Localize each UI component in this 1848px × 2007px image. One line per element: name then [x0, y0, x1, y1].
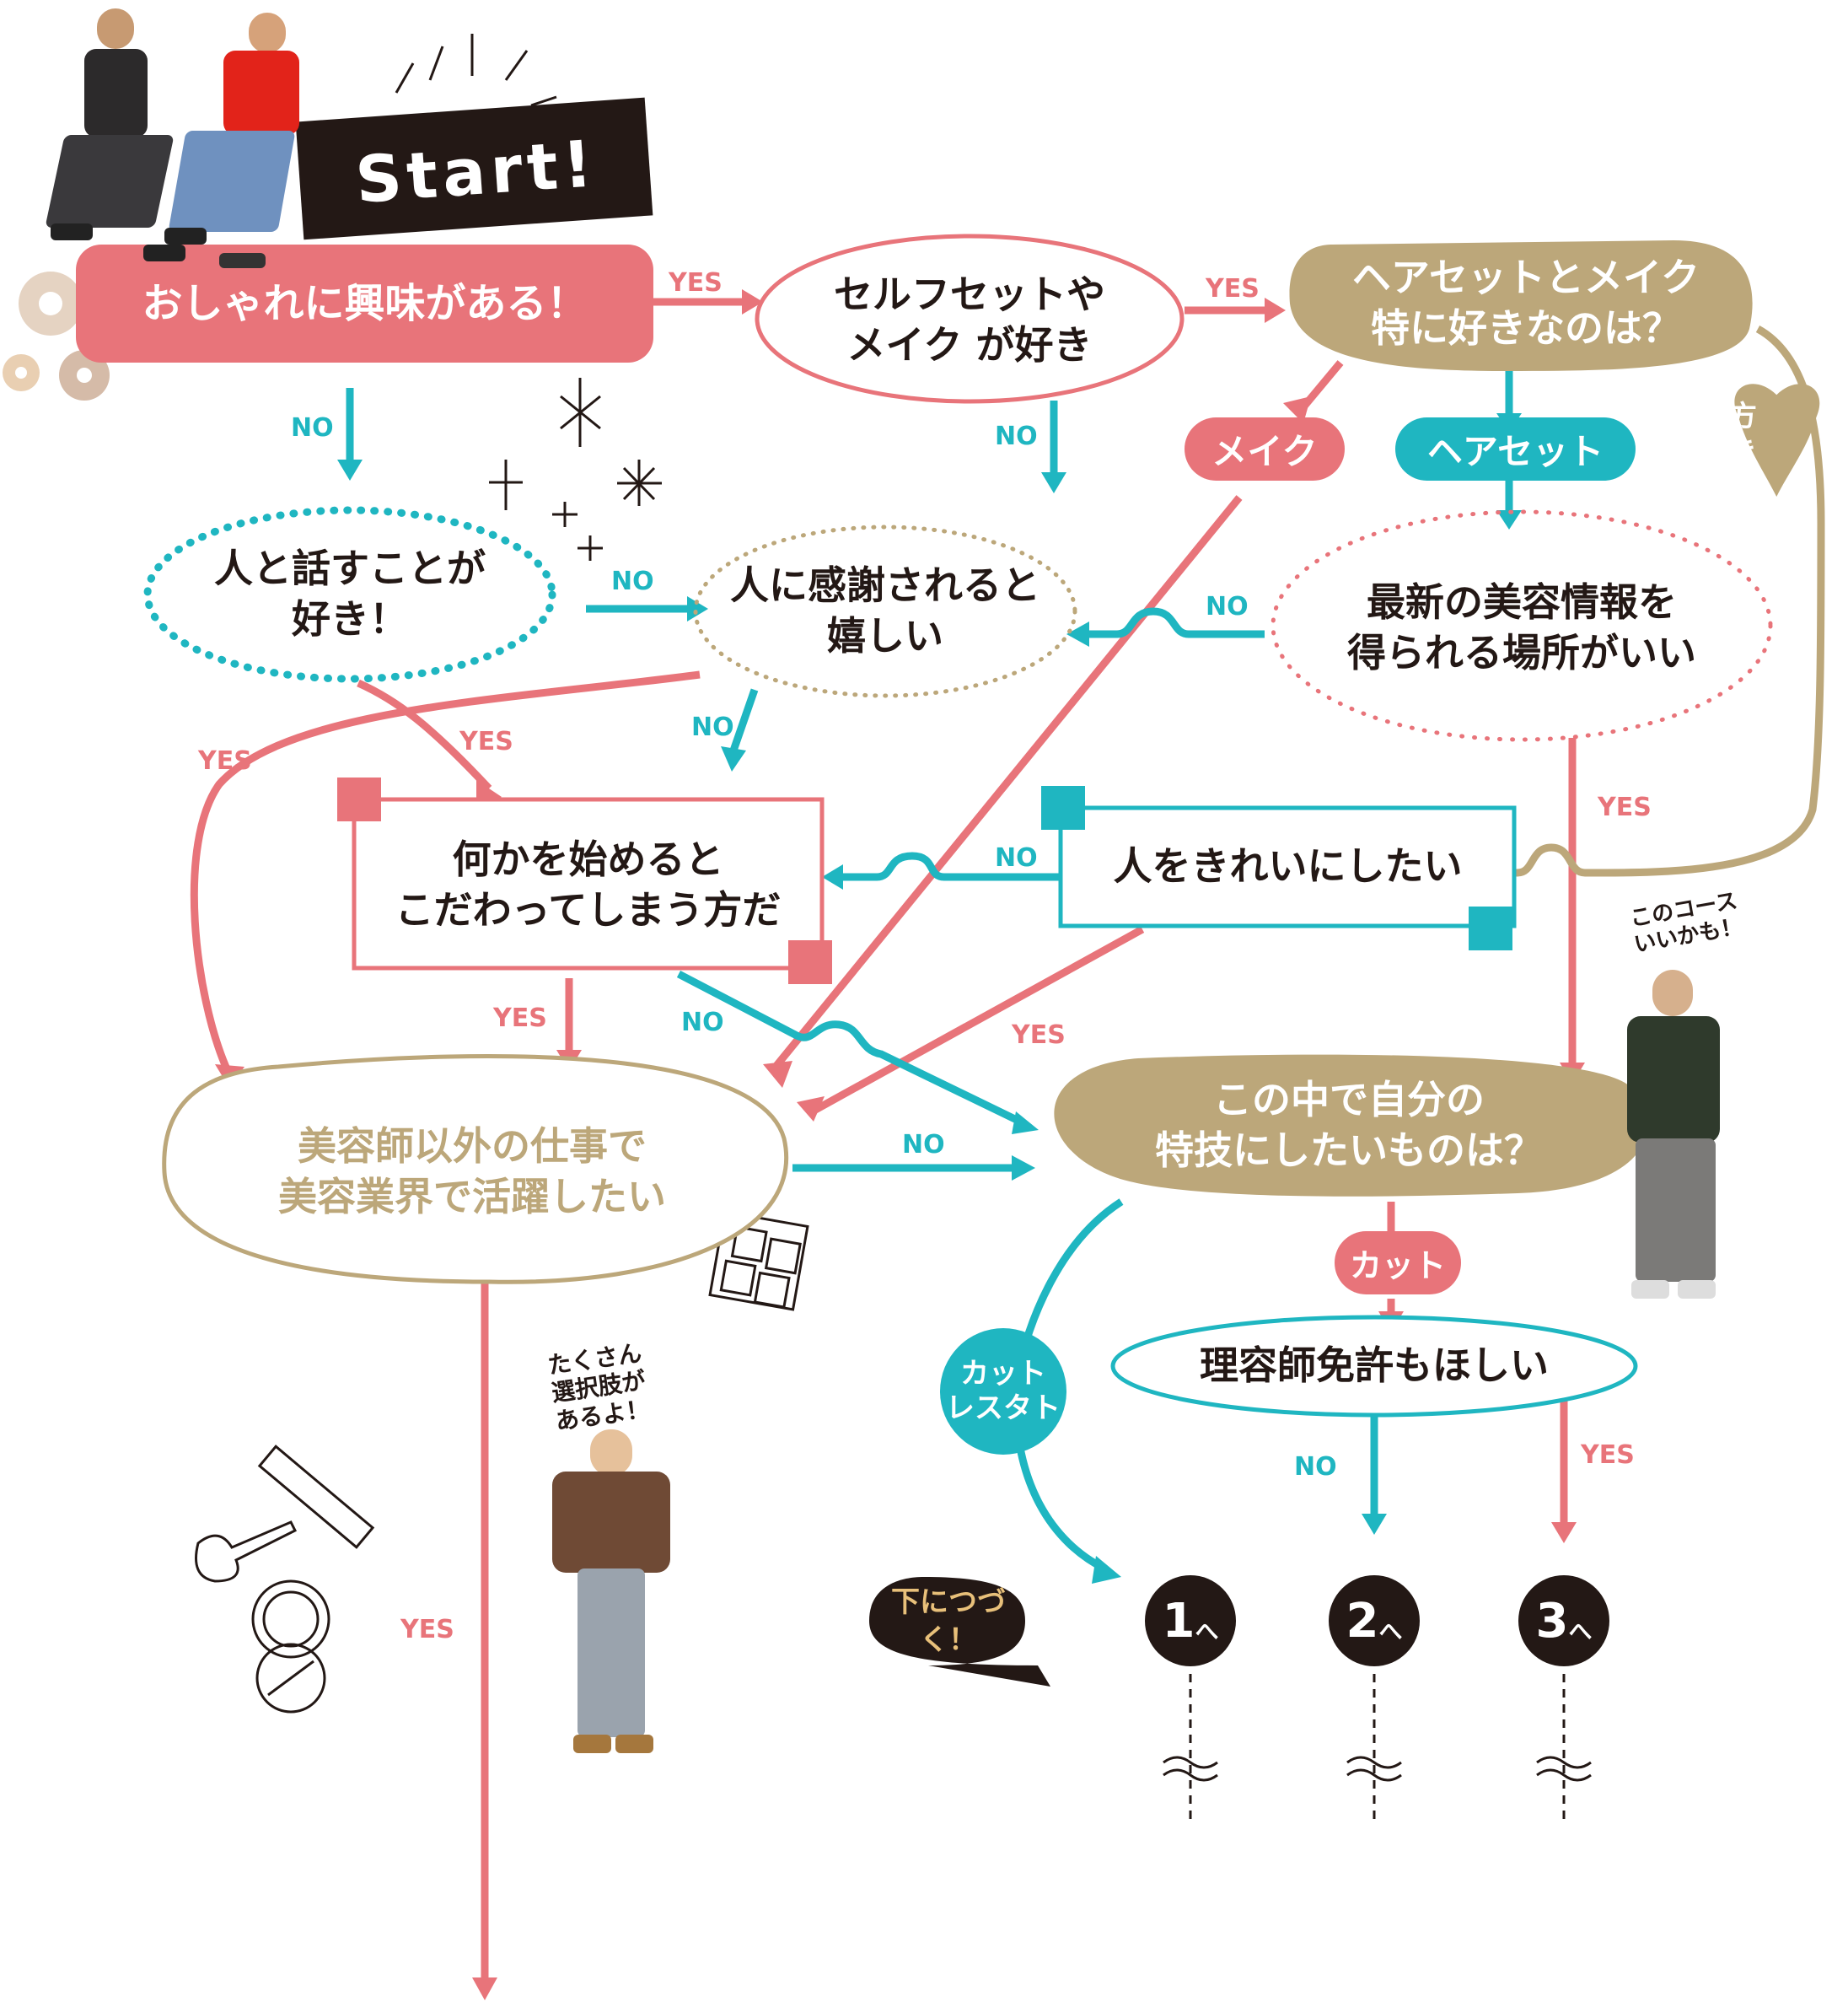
start-banner	[295, 97, 653, 240]
label-yes-1: YES	[669, 268, 723, 298]
node-info[interactable]: 最新の美容情報を 得られる場所がいい	[1347, 579, 1696, 675]
label-no-4: NO	[1206, 592, 1249, 621]
both-tag-shape	[1734, 384, 1820, 497]
result-1-number: 1	[1162, 1593, 1195, 1649]
tag-both[interactable]: 両方 好き	[1700, 399, 1757, 470]
node-beautify[interactable]: 人をきれいにしたい	[1113, 842, 1463, 889]
node-self-set[interactable]: セルフセットや メイク が好き	[834, 272, 1105, 368]
tag-hairset[interactable]: ヘアセット	[1395, 417, 1636, 481]
beautify-shape	[1058, 805, 1517, 928]
label-yes-2: YES	[1206, 274, 1260, 304]
result-break-marks	[1163, 1756, 1592, 1782]
beautify-corner-br	[1469, 907, 1512, 950]
pink-connectors	[190, 298, 1577, 1977]
node-obsess[interactable]: 何かを始めると こだわってしまう方だ	[395, 837, 782, 933]
person-green-sweater	[1627, 970, 1737, 1307]
label-yes-4: YES	[459, 727, 513, 756]
skill-shape	[1054, 1054, 1648, 1197]
node-hair-or-makeup[interactable]: ヘアセットとメイク 特に好きなのは？	[1351, 255, 1700, 351]
start-box	[76, 245, 653, 363]
beautify-corner-tl	[1041, 786, 1085, 830]
talk-shape	[143, 506, 556, 683]
label-no-9: NO	[1294, 1452, 1337, 1482]
node-talk[interactable]: 人と話すことが 好き！	[214, 546, 486, 642]
label-yes-3: YES	[198, 746, 252, 776]
person-black-outfit	[45, 8, 185, 261]
label-no-2: NO	[995, 422, 1038, 451]
label-no-1: NO	[291, 413, 334, 443]
obsess-shape	[352, 797, 825, 971]
label-no-3: NO	[611, 567, 654, 596]
label-no-8: NO	[902, 1130, 945, 1160]
hair-or-makeup-shape	[1289, 240, 1753, 371]
obsess-corner-br	[788, 940, 832, 984]
label-yes-8: YES	[1581, 1440, 1635, 1470]
continue-bubble-text: 下につづく！	[891, 1585, 1006, 1657]
cut-stylist-shape	[940, 1328, 1066, 1455]
license-shape	[1110, 1315, 1638, 1418]
person-red-shirt	[164, 13, 308, 268]
result-2-number: 2	[1346, 1593, 1379, 1649]
label-yes-5: YES	[1598, 793, 1652, 822]
outside-shape	[162, 1053, 789, 1284]
start-question[interactable]: おしゃれに興味がある！	[142, 279, 588, 327]
tag-cut-stylist[interactable]: カット レスタト	[946, 1357, 1061, 1425]
result-3-number: 3	[1535, 1593, 1569, 1649]
result-dashed-lines	[1189, 1674, 1566, 1821]
label-no-6: NO	[995, 843, 1038, 873]
tag-cut[interactable]: カット	[1335, 1231, 1461, 1294]
self-set-shape	[755, 234, 1185, 404]
tag-makeup[interactable]: メイク	[1185, 417, 1345, 481]
node-outside[interactable]: 美容師以外の仕事で 美容業界で活躍したい	[278, 1123, 666, 1219]
cosmetics-illustration	[195, 1210, 809, 1714]
info-shape	[1270, 509, 1773, 742]
node-skill[interactable]: この中で自分の 特技にしたいものは？	[1155, 1077, 1543, 1173]
thanks-shape	[693, 525, 1077, 698]
gold-connector	[1509, 326, 1825, 877]
label-yes-9: YES	[400, 1615, 454, 1644]
label-yes-6: YES	[493, 1004, 547, 1033]
label-no-5: NO	[691, 713, 734, 742]
label-no-7: NO	[681, 1008, 724, 1037]
obsess-corner-tl	[337, 778, 381, 821]
continue-bubble-shape	[869, 1577, 1050, 1687]
person-brown-jacket	[552, 1429, 670, 1767]
label-yes-7: YES	[1012, 1020, 1066, 1050]
node-thanks[interactable]: 人に感謝されると 嬉しい	[730, 562, 1040, 659]
sparkle-decoration	[395, 34, 662, 561]
node-license[interactable]: 理容師免許もほしい	[1200, 1342, 1549, 1389]
flower-decoration	[3, 272, 110, 401]
speech-choices: たくさん 選択肢が あるよ！	[545, 1338, 652, 1436]
